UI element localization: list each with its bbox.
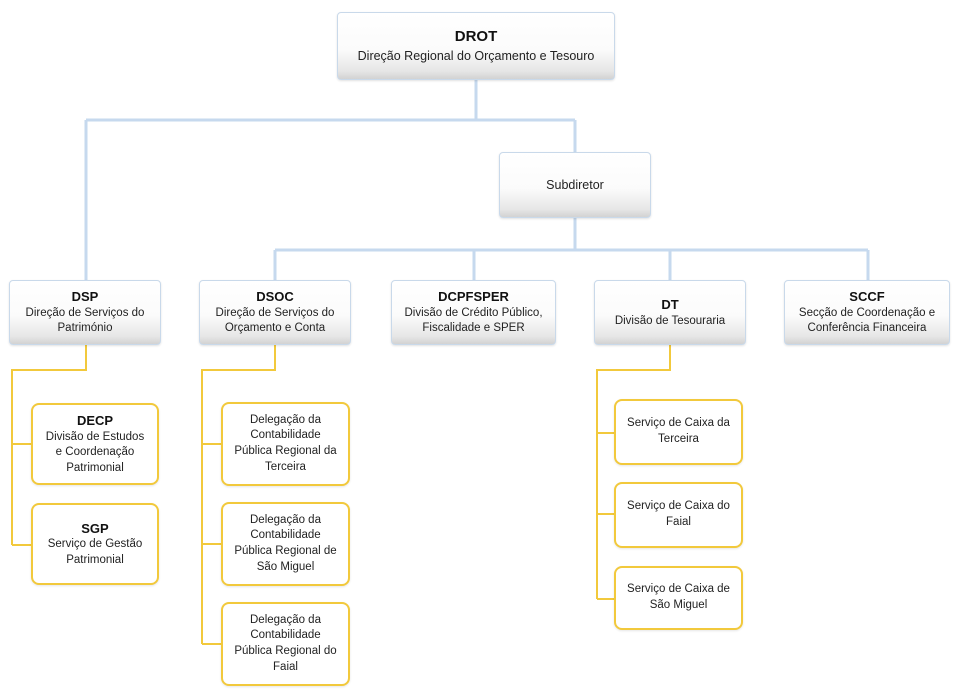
unit-name-line: Secção de Coordenação e bbox=[798, 306, 936, 319]
child-name-line: São Miguel bbox=[256, 560, 315, 573]
root-name: Direção Regional do Orçamento e Tesouro bbox=[357, 48, 595, 63]
child-name-line: Patrimonial bbox=[66, 553, 124, 566]
child-abbr: DECP bbox=[76, 412, 114, 428]
unit-dsp: DSP Direção de Serviços do Património bbox=[9, 280, 161, 345]
unit-sccf: SCCF Secção de Coordenação e Conferência… bbox=[784, 280, 950, 345]
subdirector-name: Subdiretor bbox=[546, 177, 604, 192]
child-name-line: Faial bbox=[666, 516, 691, 528]
unit-name-line: Fiscalidade e SPER bbox=[422, 322, 525, 335]
unit-name-line: Direção de Serviços do bbox=[215, 306, 335, 319]
dt-child-sao-miguel: Serviço de Caixa de São Miguel bbox=[614, 566, 743, 630]
unit-abbr: SCCF bbox=[849, 289, 885, 305]
root-node: DROT Direção Regional do Orçamento e Tes… bbox=[337, 12, 615, 80]
child-name-line: Serviço de Gestão bbox=[47, 538, 143, 551]
child-name-line: Serviço de Caixa da bbox=[627, 417, 730, 430]
unit-abbr: DT bbox=[661, 296, 679, 312]
child-name-line: Serviço de Caixa de bbox=[627, 583, 730, 596]
dt-child-faial: Serviço de Caixa do Faial bbox=[614, 482, 743, 548]
dsoc-child-terceira: Delegação da Contabilidade Pública Regio… bbox=[221, 402, 350, 486]
child-name-line: Contabilidade bbox=[250, 429, 321, 442]
child-abbr: SGP bbox=[81, 520, 109, 536]
connector-dsp-children bbox=[11, 345, 87, 546]
child-name-line: Terceira bbox=[658, 433, 699, 445]
unit-dt: DT Divisão de Tesouraria bbox=[594, 280, 746, 345]
child-name-line: Pública Regional do bbox=[234, 645, 337, 657]
unit-abbr: DSOC bbox=[256, 289, 294, 305]
child-name-line: Delegação da bbox=[250, 613, 321, 626]
unit-name-line: Divisão de Crédito Público, bbox=[404, 306, 543, 319]
unit-abbr: DSP bbox=[71, 289, 99, 305]
child-name-line: Delegação da bbox=[250, 513, 321, 526]
child-name-line: Contabilidade bbox=[250, 629, 321, 642]
dsp-child-sgp: SGP Serviço de Gestão Patrimonial bbox=[31, 503, 159, 585]
unit-dcpfsper: DCPFSPER Divisão de Crédito Público, Fis… bbox=[391, 280, 556, 345]
unit-name-line: Direção de Serviços do bbox=[25, 306, 145, 319]
subdirector-node: Subdiretor bbox=[499, 152, 651, 218]
connector-dsoc-children bbox=[201, 345, 276, 645]
unit-name-line: Orçamento e Conta bbox=[224, 322, 326, 335]
unit-dsoc: DSOC Direção de Serviços do Orçamento e … bbox=[199, 280, 351, 345]
dsp-child-decp: DECP Divisão de Estudos e Coordenação Pa… bbox=[31, 403, 159, 485]
dsoc-child-faial: Delegação da Contabilidade Pública Regio… bbox=[221, 602, 350, 686]
unit-name-line: Divisão de Tesouraria bbox=[614, 314, 726, 327]
child-name-line: Pública Regional de bbox=[234, 545, 337, 557]
dt-child-terceira: Serviço de Caixa da Terceira bbox=[614, 399, 743, 465]
child-name-line: Patrimonial bbox=[66, 461, 124, 474]
dsoc-child-sao-miguel: Delegação da Contabilidade Pública Regio… bbox=[221, 502, 350, 586]
connector-dt-children bbox=[596, 345, 671, 600]
unit-name-line: Conferência Financeira bbox=[807, 322, 927, 335]
root-abbr: DROT bbox=[454, 28, 498, 46]
child-name-line: Pública Regional da bbox=[234, 445, 337, 457]
child-name-line: São Miguel bbox=[649, 599, 708, 611]
child-name-line: Delegação da bbox=[250, 413, 321, 426]
child-name-line: Divisão de Estudos bbox=[45, 430, 145, 443]
child-name-line: Faial bbox=[273, 660, 298, 673]
unit-name-line: Património bbox=[57, 322, 113, 335]
child-name-line: Contabilidade bbox=[250, 529, 321, 542]
child-name-line: Terceira bbox=[265, 460, 306, 473]
child-name-line: Serviço de Caixa do bbox=[627, 500, 730, 513]
child-name-line: e Coordenação bbox=[55, 446, 135, 459]
unit-abbr: DCPFSPER bbox=[438, 289, 509, 305]
